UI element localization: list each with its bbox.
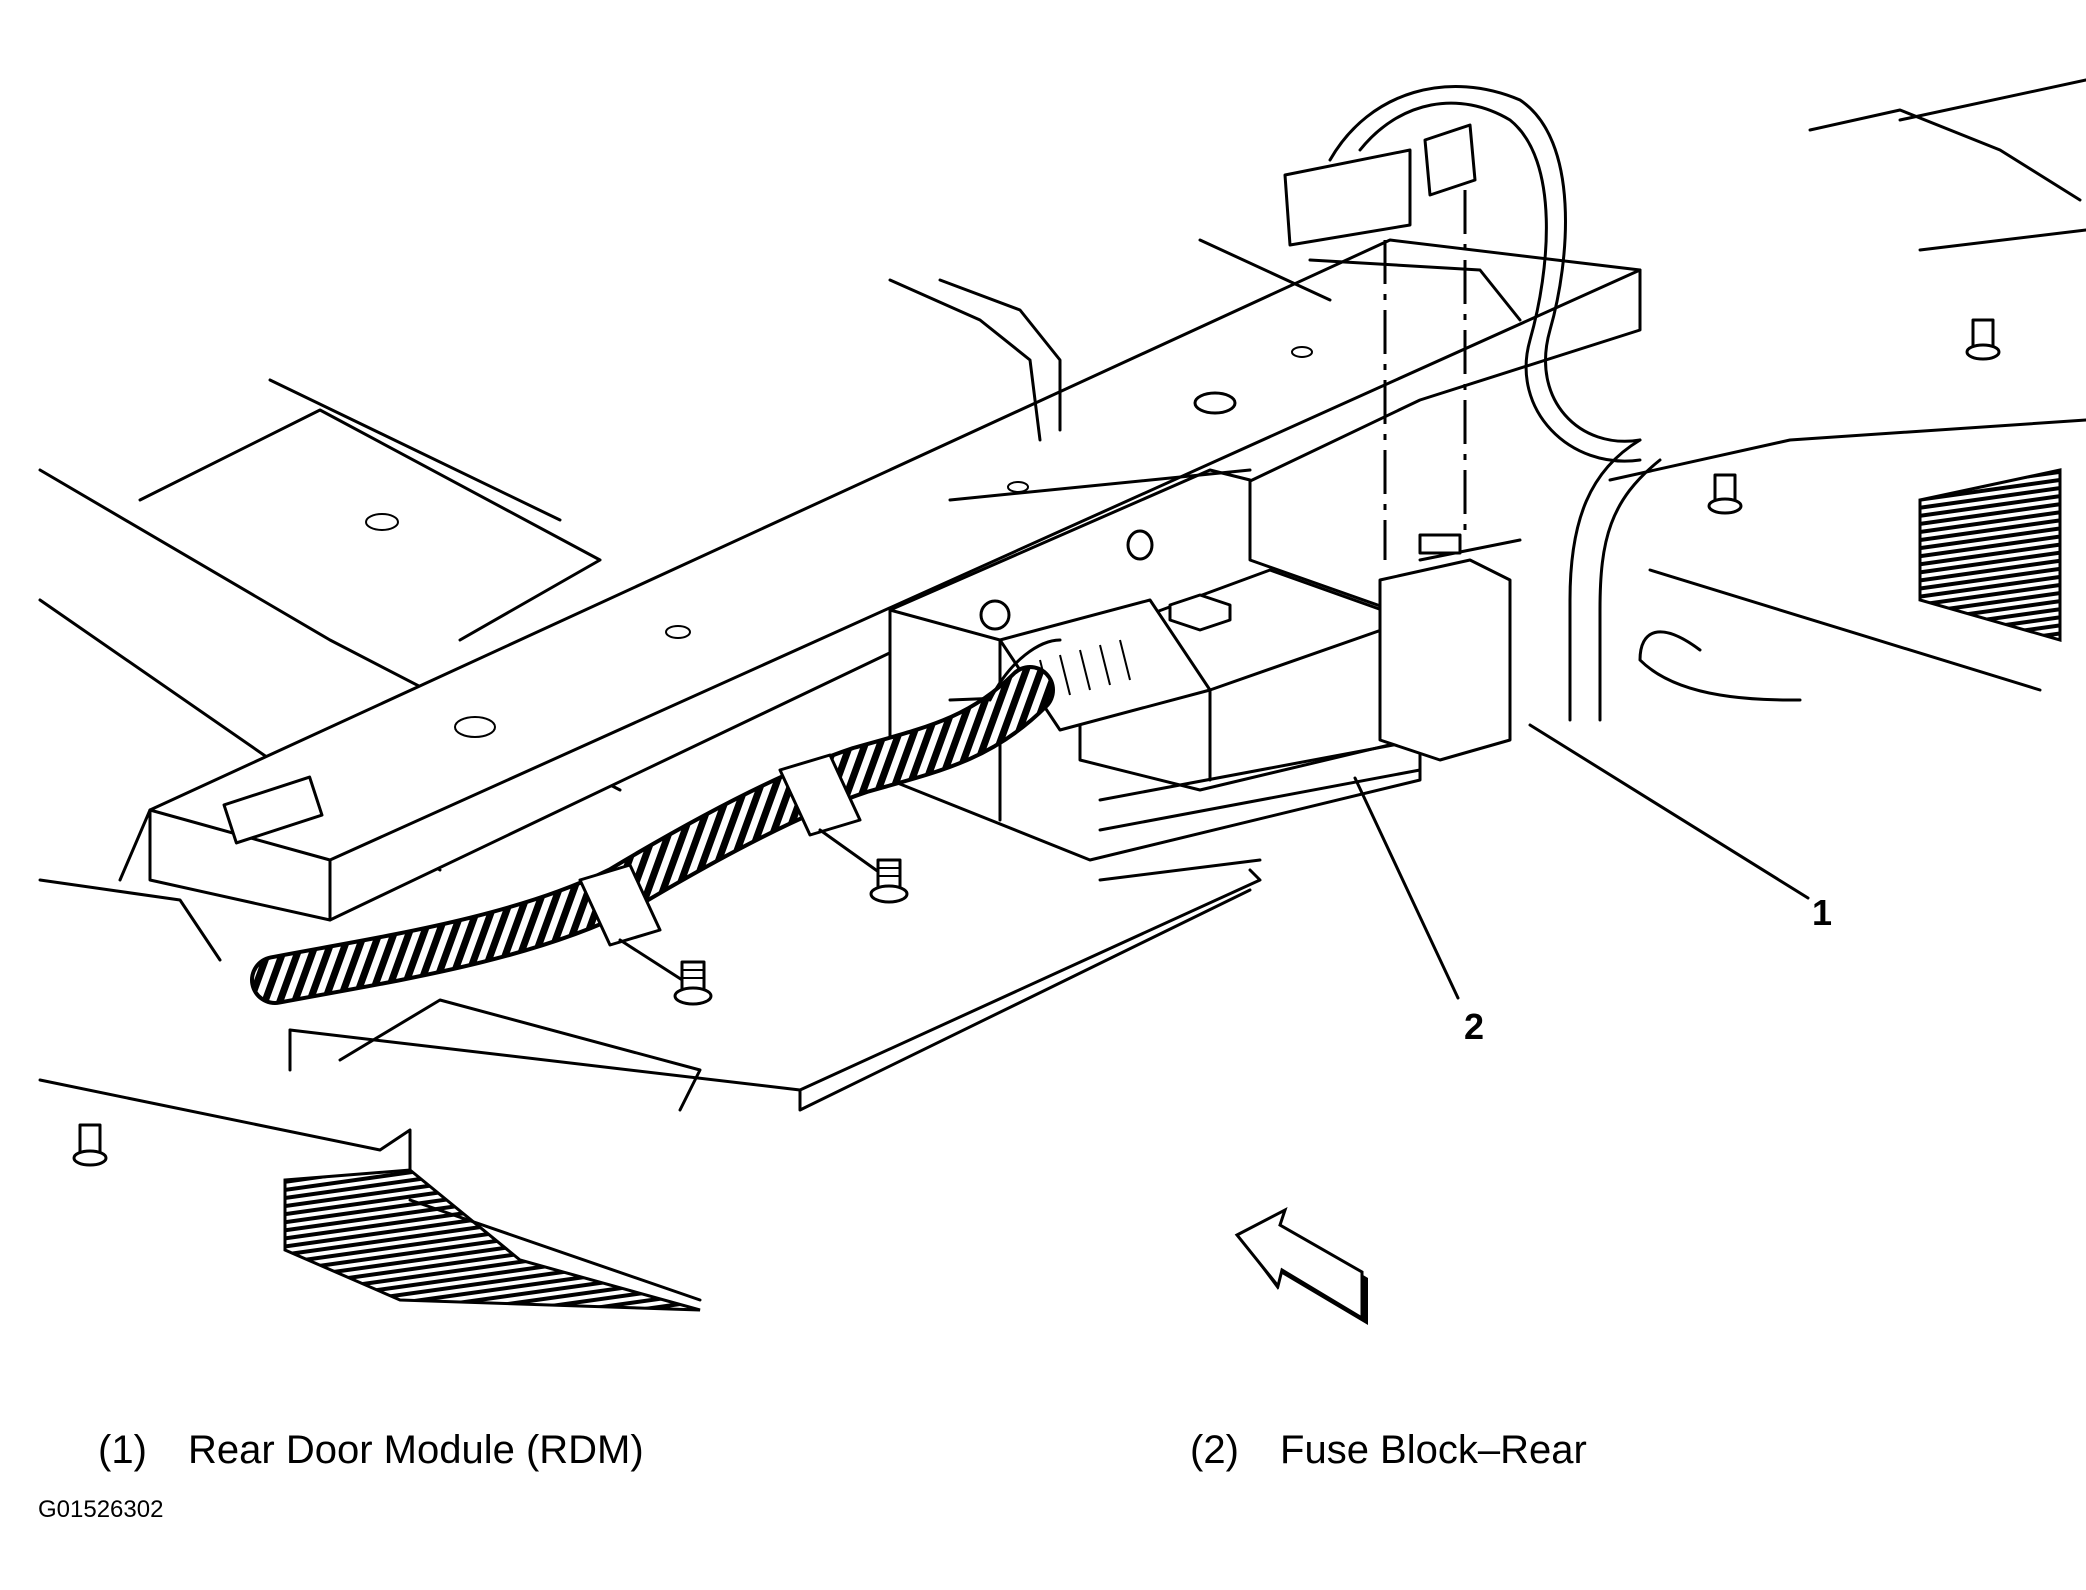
legend-item-fuse-block-rear: (2) Fuse Block–Rear: [1190, 1428, 1587, 1473]
connector-icon: [1283, 148, 1412, 247]
rear-door-module: [1378, 533, 1522, 762]
legend-label: Rear Door Module (RDM): [188, 1428, 644, 1472]
callout-number-1: 1: [1812, 892, 1833, 933]
callout-leaders: [1353, 723, 1810, 1000]
direction-arrow-icon: [1234, 1206, 1368, 1325]
lower-floor-plate: [288, 858, 1262, 1112]
upper-brackets: [888, 238, 1522, 442]
connectors: [1283, 123, 1477, 560]
callout-number-2: 2: [1464, 1006, 1485, 1047]
legend-number: (2): [1190, 1428, 1239, 1472]
legend-number: (1): [98, 1428, 147, 1472]
figure-id: G01526302: [38, 1496, 164, 1523]
right-rear-rail: [1608, 78, 2086, 702]
bolt-icon: [1965, 318, 2001, 361]
bolt-icon: [673, 960, 713, 1006]
connector-icon: [1423, 123, 1477, 197]
bolt-icon: [72, 1123, 108, 1167]
corrugated-conduit: [250, 638, 1062, 1005]
legend-item-rear-door-module: (1) Rear Door Module (RDM): [98, 1428, 644, 1473]
legend-label: Fuse Block–Rear: [1280, 1428, 1587, 1472]
bolt-icon: [1707, 473, 1743, 515]
bolts: [72, 318, 2001, 1167]
fuse-block-rear: [888, 468, 1422, 862]
bolt-icon: [869, 858, 909, 904]
lower-left-rail: [38, 1078, 702, 1312]
cross-member: [118, 238, 1642, 922]
harness-clips: [578, 753, 892, 987]
upper-wire-harness: [1328, 85, 1662, 722]
